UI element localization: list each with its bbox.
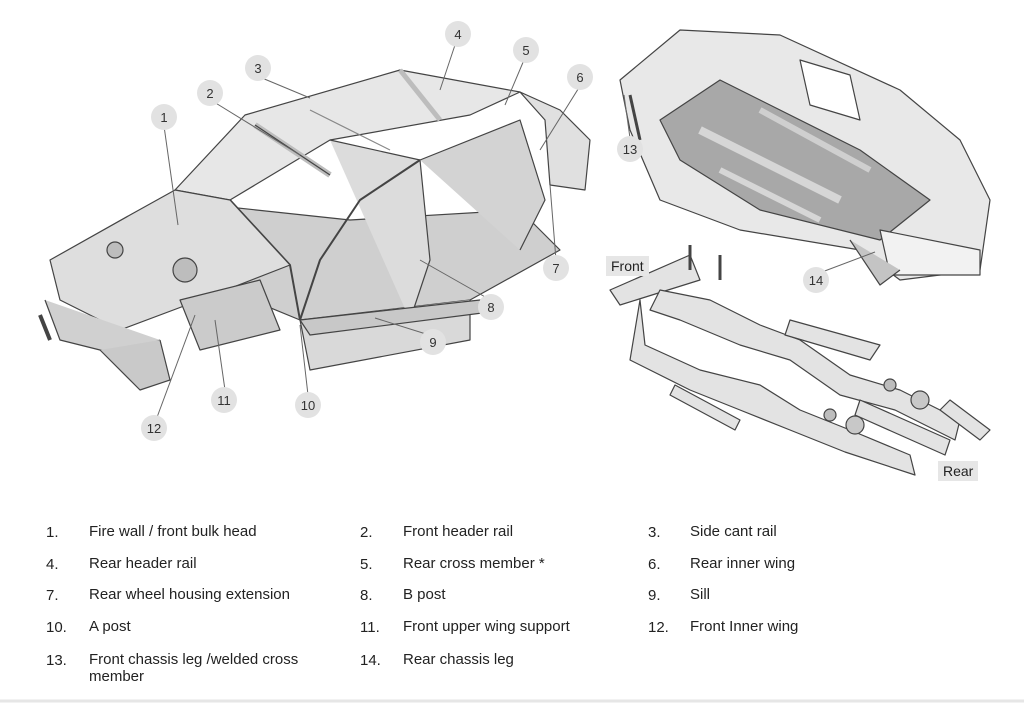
legend-label: Rear header rail [89,555,197,572]
callout-2: 2 [197,80,223,106]
callout-3: 3 [245,55,271,81]
callout-number: 13 [623,142,637,157]
callout-11: 11 [211,387,237,413]
callout-circle [803,267,829,293]
ladder-frame-illustration [609,245,991,476]
legend-number: 4. [46,556,59,573]
legend-number: 3. [648,524,661,541]
legend-number: 5. [360,556,373,573]
callout-number: 14 [809,273,823,288]
legend-number: 11. [360,619,380,636]
callout-6: 6 [567,64,593,90]
callout-number: 1 [160,110,167,125]
legend-label: B post [403,586,446,603]
front-tag: Front [606,256,649,276]
legend-label: Sill [690,586,711,603]
legend-label: Front header rail [403,523,514,540]
callout-12: 12 [141,415,167,441]
callout-10: 10 [295,392,321,418]
callout-1: 1 [151,104,177,130]
callout-number: 7 [552,261,559,276]
callout-number: 4 [454,27,461,42]
legend-number: 7. [46,587,59,604]
legend-label: Front Inner wing [690,618,799,635]
legend-number: 6. [648,556,661,573]
callout-circle [245,55,271,81]
callout-number: 5 [522,43,529,58]
callout-number: 11 [217,393,231,408]
callout-number: 9 [429,335,436,350]
callout-4: 4 [445,21,471,47]
legend-label: Front chassis leg /welded cross member [89,651,299,685]
legend-label: Fire wall / front bulk head [89,523,257,540]
callout-circle [513,37,539,63]
callout-circle [445,21,471,47]
legend-label: Rear chassis leg [403,651,514,668]
callout-circle [567,64,593,90]
callout-9: 9 [420,329,446,355]
callout-circle [543,255,569,281]
leader-lines [155,41,876,421]
legend-number: 10. [46,619,67,636]
callout-circle [617,136,643,162]
callout-circle [478,294,504,320]
legend-number: 9. [648,587,661,604]
callout-circle [295,392,321,418]
callout-number: 2 [206,86,213,101]
legend-number: 1. [46,524,59,541]
legend-number: 12. [648,619,669,636]
legend-label: Side cant rail [690,523,777,540]
legend-number: 14. [360,652,381,669]
legend-number: 8. [360,587,373,604]
callout-circle [141,415,167,441]
callout-14: 14 [803,267,829,293]
legend-number: 13. [46,652,67,669]
callout-circle [420,329,446,355]
callout-7: 7 [543,255,569,281]
callout-number: 3 [254,61,261,76]
callout-5: 5 [513,37,539,63]
callout-number: 8 [487,300,494,315]
legend-label: Rear wheel housing extension [89,586,290,603]
callout-circle [197,80,223,106]
callout-circle [151,104,177,130]
callout-number: 12 [147,421,161,436]
car-body-illustration [38,68,591,391]
callout-circle [211,387,237,413]
callout-13: 13 [617,136,643,162]
callout-number: 6 [576,70,583,85]
legend-label: Rear inner wing [690,555,796,572]
underbody-illustration [619,29,991,286]
callout-8: 8 [478,294,504,320]
legend-label: Rear cross member * [403,555,545,572]
legend-label: A post [89,618,131,635]
rear-tag: Rear [938,461,979,481]
legend-label: Front upper wing support [403,618,570,635]
callout-number: 10 [301,398,315,413]
legend-number: 2. [360,524,373,541]
